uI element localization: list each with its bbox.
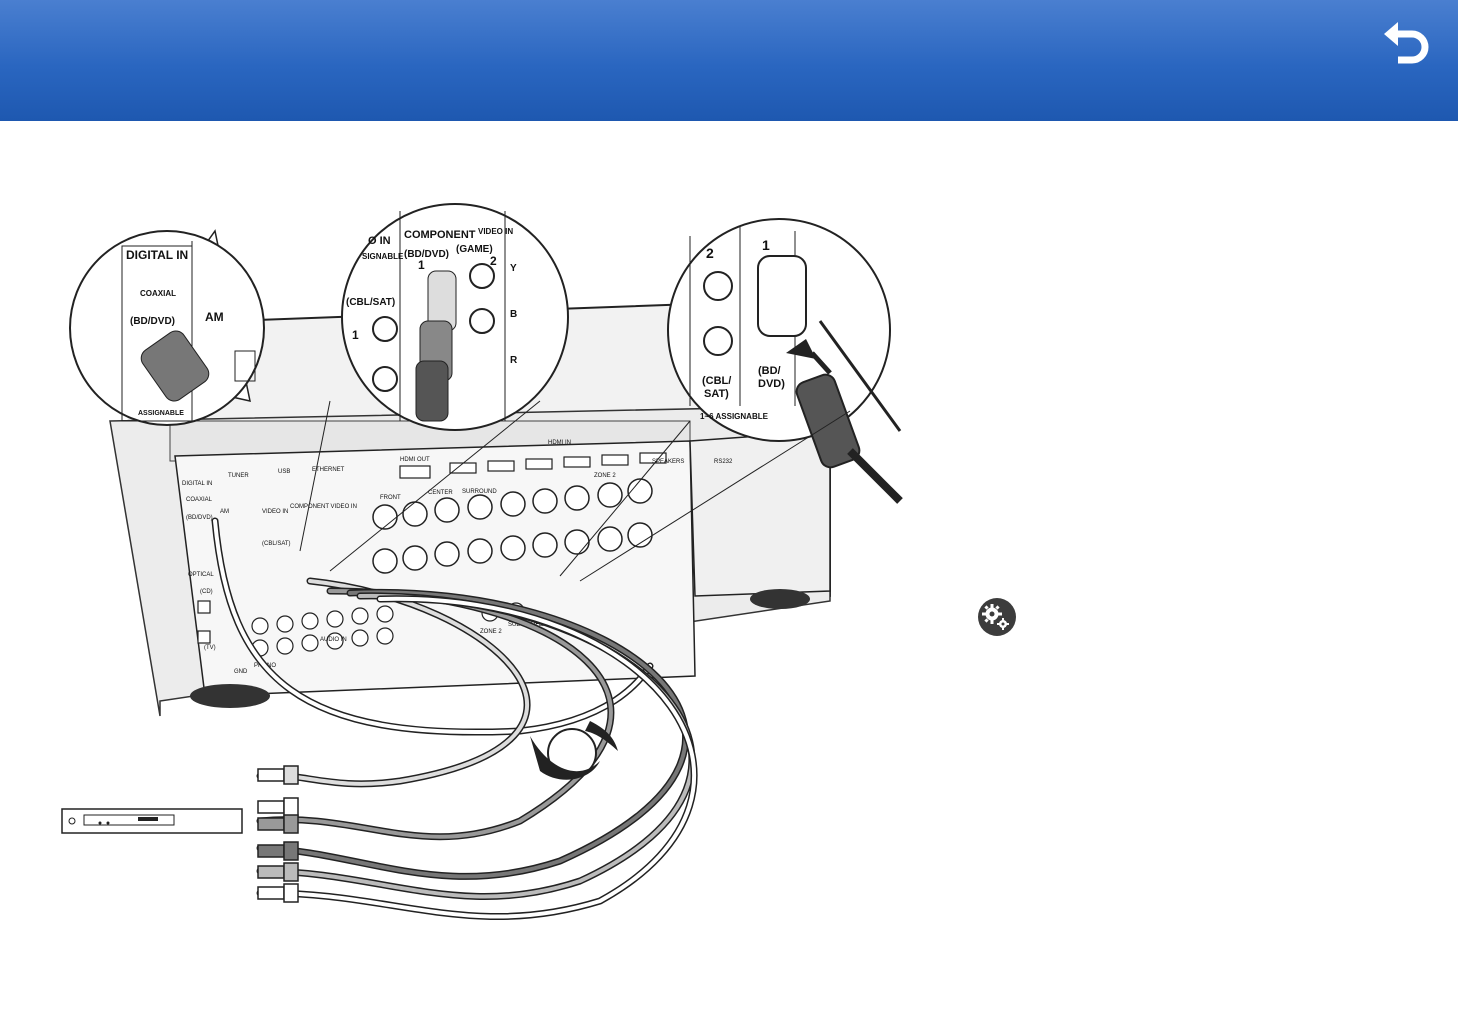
svg-text:(GAME): (GAME) — [456, 244, 493, 255]
svg-text:R: R — [510, 355, 518, 366]
svg-text:(TV): (TV) — [204, 645, 216, 651]
svg-text:(BD/: (BD/ — [758, 365, 781, 377]
svg-text:(BD/DVD): (BD/DVD) — [130, 316, 175, 327]
svg-text:1~6 ASSIGNABLE: 1~6 ASSIGNABLE — [700, 412, 769, 421]
svg-text:RS232: RS232 — [714, 459, 733, 465]
svg-text:O IN: O IN — [368, 235, 391, 247]
svg-text:1: 1 — [418, 258, 425, 272]
svg-text:(CBL/SAT): (CBL/SAT) — [262, 541, 291, 547]
svg-text:USB: USB — [278, 469, 290, 475]
svg-text:COAXIAL: COAXIAL — [140, 289, 176, 298]
svg-text:Y: Y — [510, 263, 517, 274]
svg-text:AM: AM — [220, 509, 229, 515]
svg-text:VIDEO IN: VIDEO IN — [262, 509, 288, 515]
svg-text:(CBL/SAT): (CBL/SAT) — [346, 297, 395, 308]
svg-text:AM: AM — [205, 310, 224, 324]
svg-text:B: B — [510, 309, 517, 320]
svg-text:CENTER: CENTER — [428, 490, 453, 496]
zoom-rays — [299, 400, 851, 582]
svg-text:ASSIGNABLE: ASSIGNABLE — [138, 410, 184, 417]
svg-text:2: 2 — [706, 245, 714, 261]
svg-text:COAXIAL: COAXIAL — [186, 497, 213, 503]
svg-text:HDMI IN: HDMI IN — [548, 440, 571, 446]
svg-text:HDMI OUT: HDMI OUT — [400, 457, 430, 463]
zoom-component-video: O IN COMPONENT VIDEO IN SIGNABLE (BD/DVD… — [341, 203, 569, 431]
svg-text:(CD): (CD) — [200, 589, 213, 595]
svg-text:SAT): SAT) — [704, 388, 729, 400]
svg-text:ZONE 2: ZONE 2 — [594, 473, 616, 479]
svg-text:SPEAKERS: SPEAKERS — [652, 459, 684, 465]
bd-dvd-player — [61, 808, 243, 834]
svg-text:VIDEO IN: VIDEO IN — [478, 227, 513, 236]
svg-text:(BD/DVD): (BD/DVD) — [186, 515, 213, 521]
svg-text:1: 1 — [352, 328, 359, 342]
svg-text:DVD): DVD) — [758, 378, 785, 390]
gear-icon — [978, 598, 1016, 636]
svg-text:AUDIO IN: AUDIO IN — [320, 637, 347, 643]
cable-break-symbol — [530, 721, 618, 780]
rca-plugs — [257, 765, 299, 903]
speaker-terminals — [372, 478, 653, 574]
svg-text:SURROUND: SURROUND — [462, 489, 497, 495]
svg-text:COMPONENT VIDEO IN: COMPONENT VIDEO IN — [290, 504, 357, 510]
svg-text:TUNER: TUNER — [228, 473, 249, 479]
svg-text:DIGITAL IN: DIGITAL IN — [126, 248, 188, 262]
settings-icon[interactable] — [977, 597, 1017, 637]
svg-text:COMPONENT: COMPONENT — [404, 229, 476, 241]
receiver-body — [109, 297, 831, 717]
svg-text:(BD/DVD): (BD/DVD) — [404, 249, 449, 260]
undo-arrow-icon — [1384, 22, 1429, 64]
svg-text:GND: GND — [234, 669, 248, 675]
back-button[interactable] — [1380, 20, 1438, 68]
zoom-digital-in: DIGITAL IN COAXIAL (BD/DVD) AM ASSIGNABL… — [69, 229, 265, 426]
svg-text:(CBL/: (CBL/ — [702, 375, 731, 387]
svg-text:DIGITAL IN: DIGITAL IN — [182, 481, 212, 487]
header-bar — [0, 0, 1458, 121]
svg-text:SIGNABLE: SIGNABLE — [362, 252, 404, 261]
connection-illustration: DIGITAL IN COAXIAL (BD/DVD) OPTICAL (CD)… — [61, 203, 903, 920]
svg-text:OPTICAL: OPTICAL — [188, 572, 214, 578]
svg-text:ZONE 2: ZONE 2 — [480, 629, 502, 635]
svg-text:FRONT: FRONT — [380, 495, 401, 501]
svg-text:2: 2 — [490, 254, 497, 268]
hdmi-ports — [399, 452, 667, 479]
svg-text:1: 1 — [762, 237, 770, 253]
svg-text:ETHERNET: ETHERNET — [312, 467, 345, 473]
zoom-audio-in: 2 1 (CBL/ SAT) (BD/ DVD) 1~6 ASSIGNABLE — [667, 218, 903, 504]
